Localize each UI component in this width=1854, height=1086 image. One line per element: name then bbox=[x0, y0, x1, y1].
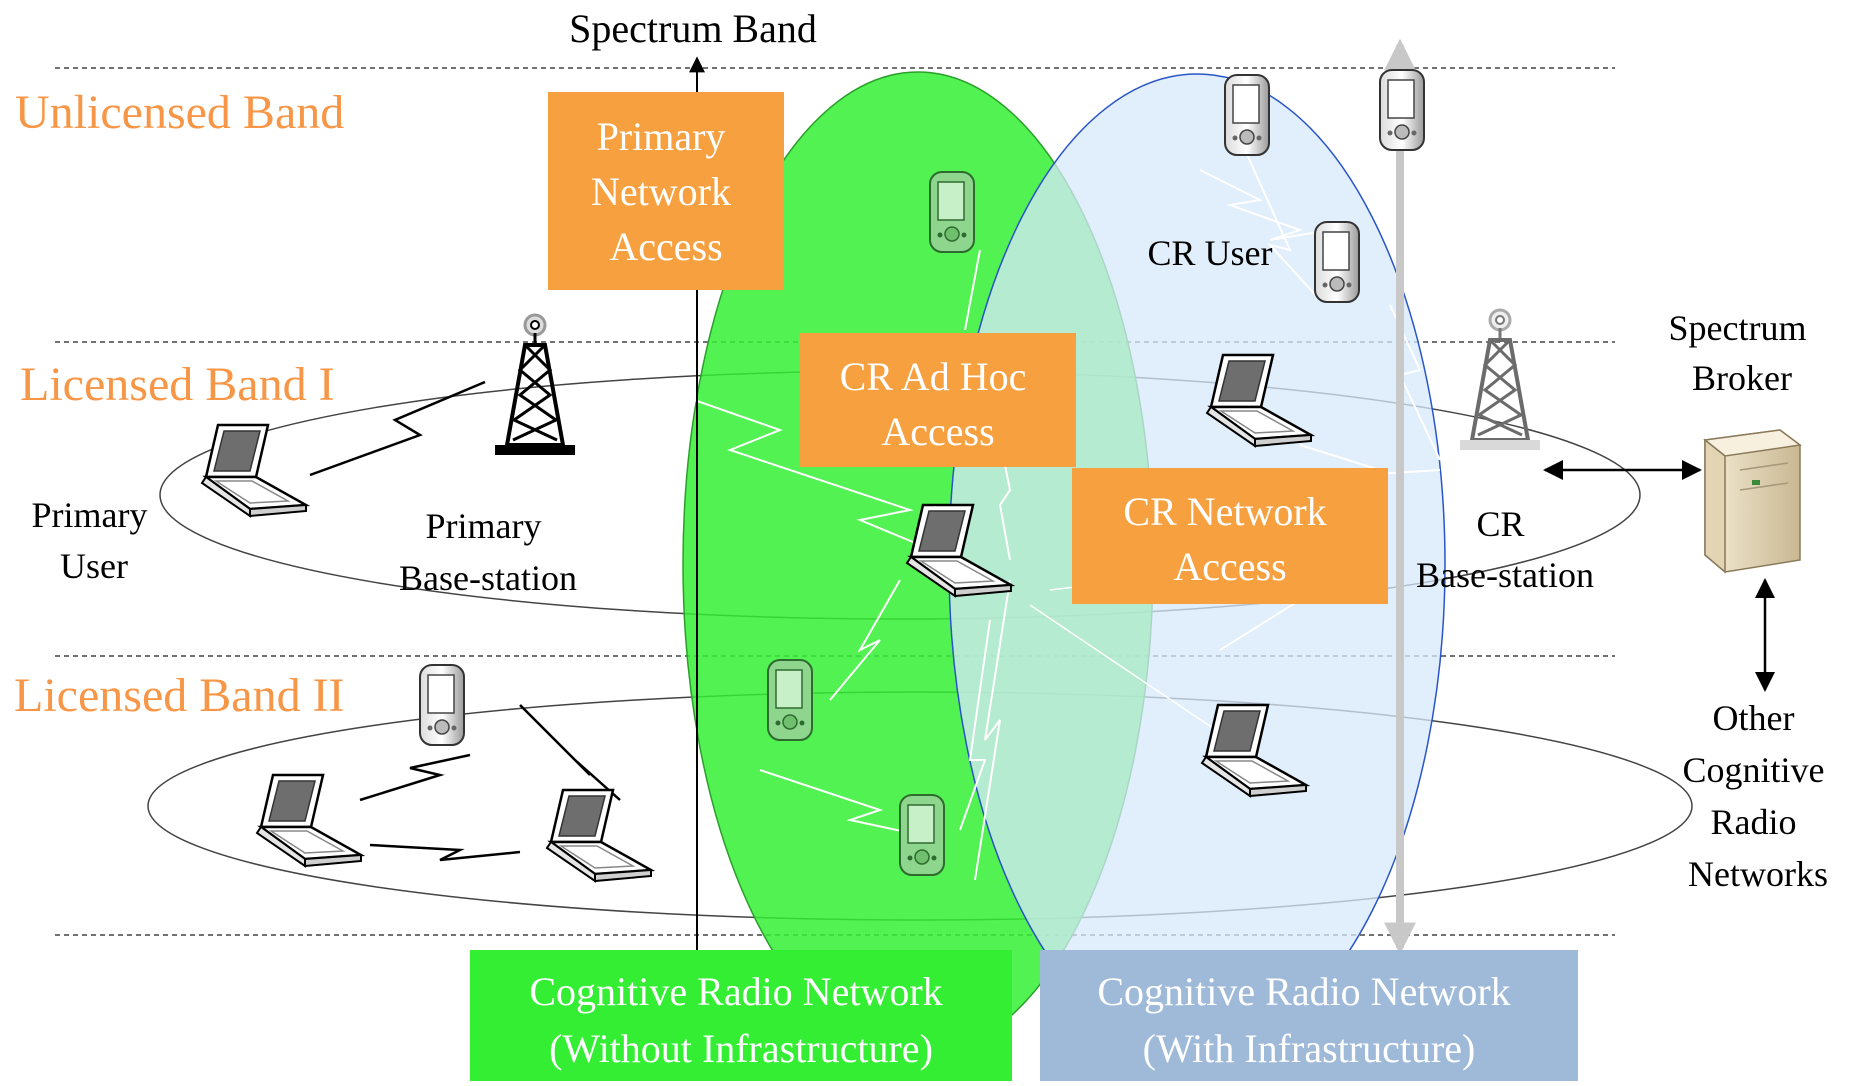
licensed-band-2-label: Licensed Band II bbox=[14, 669, 345, 722]
primary-user-label: Primary User bbox=[32, 495, 157, 586]
cr-network-access-box: CR Network Access bbox=[1072, 468, 1388, 604]
cr-base-station-line-1: CR bbox=[1476, 504, 1524, 544]
primary-network-access-line-1: Primary bbox=[597, 114, 726, 159]
svg-text:Cognitive Radio Network: Cognitive Radio Network (With Infrastruc… bbox=[1097, 969, 1520, 1071]
cr-base-station-line-2: Base-station bbox=[1416, 555, 1594, 595]
cr-base-station-label: CR Base-station bbox=[1416, 504, 1594, 595]
cr-user-label: CR User bbox=[1148, 233, 1273, 273]
primary-network-access-line-3: Access bbox=[609, 224, 722, 269]
other-networks-line-4: Networks bbox=[1688, 854, 1828, 894]
primary-user-line-1: Primary bbox=[32, 495, 148, 535]
licensed-band-1-label: Licensed Band I bbox=[20, 358, 335, 411]
unlicensed-band-label: Unlicensed Band bbox=[15, 86, 344, 139]
primary-base-station-line-2: Base-station bbox=[399, 558, 577, 598]
other-networks-line-2: Cognitive bbox=[1683, 750, 1825, 790]
cr-base-station-tower-icon bbox=[1458, 308, 1542, 452]
other-networks-label: Other Cognitive Radio Networks bbox=[1683, 698, 1834, 894]
cr-network-with-infrastructure-box: Cognitive Radio Network (With Infrastruc… bbox=[1040, 950, 1578, 1081]
other-networks-line-1: Other bbox=[1713, 698, 1795, 738]
band2-laptop-right-icon bbox=[545, 788, 653, 883]
cr-adhoc-access-line-2: Access bbox=[881, 409, 994, 454]
without-infrastructure-line-1: Cognitive Radio Network bbox=[529, 969, 942, 1014]
svg-text:CR Network Access: CR Network Access bbox=[1123, 489, 1336, 589]
cr-adhoc-pda-middle-icon bbox=[767, 659, 813, 741]
cr-adhoc-access-line-1: CR Ad Hoc bbox=[840, 354, 1027, 399]
primary-user-line-2: User bbox=[60, 546, 128, 586]
cr-network-access-line-2: Access bbox=[1173, 544, 1286, 589]
primary-base-station-line-1: Primary bbox=[426, 506, 542, 546]
cr-user-pda-1-icon bbox=[1224, 74, 1270, 156]
cr-adhoc-access-box: CR Ad Hoc Access bbox=[800, 333, 1076, 467]
primary-user-laptop-icon bbox=[200, 423, 308, 518]
band2-laptop-left-icon bbox=[255, 773, 363, 868]
cr-user-pda-3-icon bbox=[1314, 221, 1360, 303]
spectrum-band-title: Spectrum Band bbox=[569, 6, 817, 51]
cr-adhoc-pda-bottom-icon bbox=[899, 794, 945, 876]
svg-text:Cognitive Radio Network: Cognitive Radio Network (Without Infrast… bbox=[529, 969, 952, 1071]
primary-network-access-box: Primary Network Access bbox=[548, 92, 784, 290]
primary-base-station-label: Primary Base-station bbox=[399, 506, 577, 598]
other-networks-line-3: Radio bbox=[1711, 802, 1797, 842]
spectrum-broker-line-2: Broker bbox=[1692, 358, 1792, 398]
band2-pda-icon bbox=[419, 664, 465, 746]
spectrum-broker-server-icon bbox=[1703, 429, 1802, 574]
with-infrastructure-line-1: Cognitive Radio Network bbox=[1097, 969, 1510, 1014]
without-infrastructure-line-2: (Without Infrastructure) bbox=[549, 1026, 933, 1071]
with-infrastructure-line-2: (With Infrastructure) bbox=[1143, 1026, 1476, 1071]
cr-user-pda-2-icon bbox=[1379, 69, 1425, 151]
svg-text:Primary Network Ac: Primary Network Access bbox=[591, 114, 741, 269]
cr-network-without-infrastructure-box: Cognitive Radio Network (Without Infrast… bbox=[470, 950, 1012, 1081]
cr-network-access-line-1: CR Network bbox=[1123, 489, 1326, 534]
svg-text:CR Ad Hoc Access: CR Ad Hoc Access bbox=[840, 354, 1037, 454]
cr-adhoc-pda-top-icon bbox=[929, 171, 975, 253]
spectrum-broker-label: Spectrum Broker bbox=[1669, 308, 1816, 398]
spectrum-broker-line-1: Spectrum bbox=[1669, 308, 1807, 348]
primary-network-access-line-2: Network bbox=[591, 169, 731, 214]
